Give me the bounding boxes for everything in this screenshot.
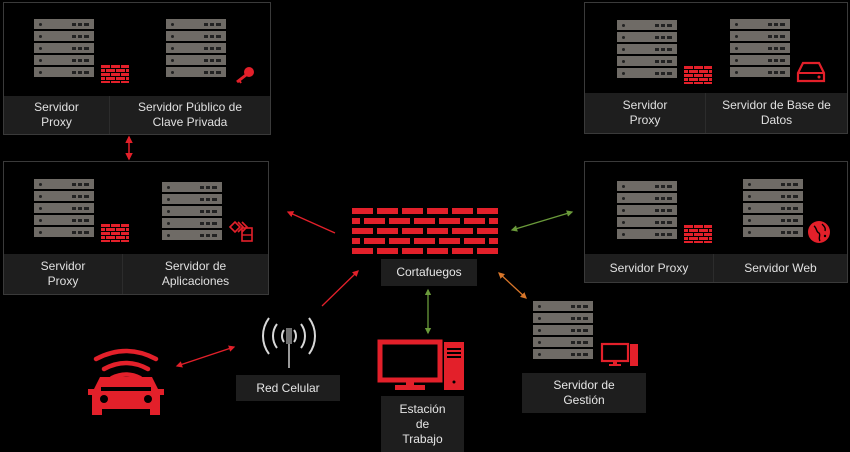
panel-proxy-database: Servidor Proxy Servidor de Base de Datos (584, 2, 848, 134)
link-firewall-to-management (498, 272, 527, 299)
globe-icon (808, 221, 830, 243)
firewall-icon (684, 66, 712, 84)
hard-drive-icon (796, 61, 826, 83)
link-cellular-to-firewall (321, 270, 359, 307)
panel-proxy-web: Servidor Proxy Servidor Web (584, 161, 848, 283)
server-rack-icon (34, 19, 94, 79)
label-pki-server: Servidor Público de Clave Privada (109, 96, 270, 134)
firewall-icon (101, 65, 129, 83)
panel-proxy-pki: Servidor Proxy Servidor Público de Clave… (3, 2, 271, 135)
connected-car-icon (88, 348, 164, 415)
server-rack-icon (166, 19, 226, 79)
firewall-icon (684, 225, 712, 243)
firewall-icon (101, 224, 129, 242)
label-cellular-network: Red Celular (236, 375, 340, 401)
link-firewall-to-web-panel (510, 210, 574, 232)
server-rack-icon (533, 301, 593, 361)
label-database-server: Servidor de Base de Datos (705, 93, 847, 133)
label-firewall: Cortafuegos (381, 259, 477, 286)
firewall-icon (352, 208, 498, 254)
label-web-server: Servidor Web (713, 254, 847, 282)
cell-tower-icon (262, 317, 316, 368)
label-proxy-server: Servidor Proxy (622, 98, 668, 127)
label-proxy-server: Servidor Proxy (40, 259, 86, 288)
label-application-server: Servidor de Aplicaciones (122, 254, 268, 294)
server-rack-icon (743, 179, 803, 239)
applications-icon (228, 220, 253, 242)
label-management-server: Servidor de Gestión (522, 373, 646, 413)
workstation-icon (600, 342, 638, 366)
label-workstation: Estación de Trabajo (381, 396, 464, 452)
link-firewall-to-app-panel (286, 211, 336, 234)
panel-proxy-applications: Servidor Proxy Servidor de Aplicaciones (3, 161, 269, 295)
server-rack-icon (34, 179, 94, 239)
link-car-to-cellular (175, 345, 236, 368)
label-proxy-server: Servidor Proxy (34, 100, 79, 129)
label-proxy-server: Servidor Proxy (609, 260, 689, 275)
key-icon (236, 67, 254, 84)
server-rack-icon (730, 19, 790, 79)
server-rack-icon (617, 20, 677, 80)
server-rack-icon (617, 181, 677, 241)
workstation-icon (377, 339, 464, 390)
server-rack-icon (162, 182, 222, 242)
